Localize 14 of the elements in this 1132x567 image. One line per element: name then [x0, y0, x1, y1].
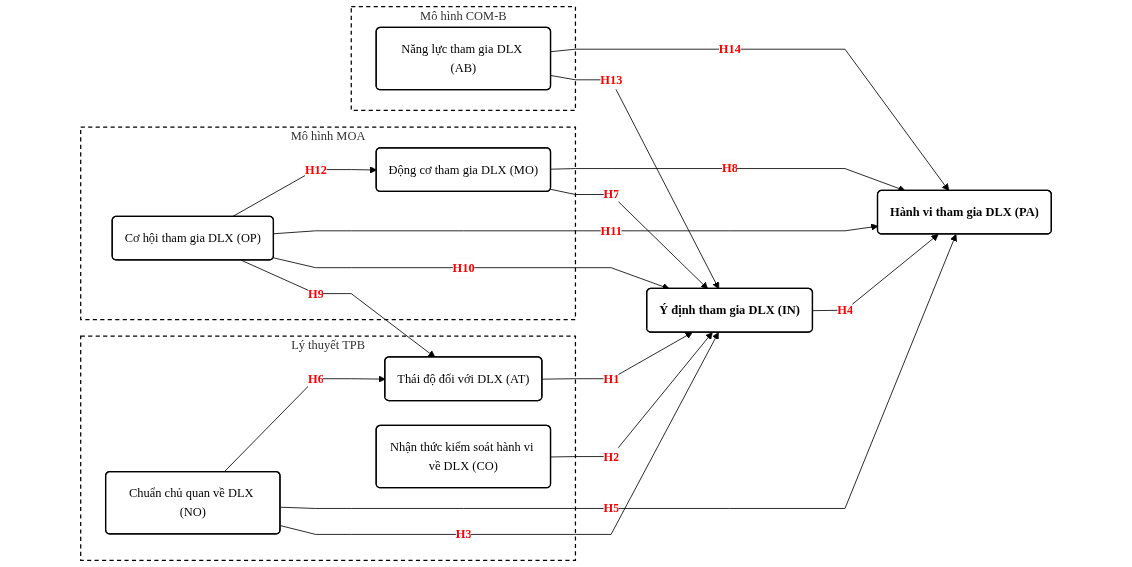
edge-label: H13: [600, 72, 623, 87]
edge-label: H7: [603, 187, 620, 201]
edge-label: H8: [721, 161, 738, 175]
edge-label: H9: [308, 286, 324, 301]
edge-label: H5: [603, 501, 620, 515]
edge-label: H1: [603, 371, 620, 386]
edge-label: H12: [304, 162, 328, 177]
edge-label: H14: [718, 42, 741, 56]
edge-label: H2: [603, 449, 620, 463]
edge-label: H10: [452, 260, 475, 275]
edge-label: H11: [600, 223, 623, 238]
edge-label: H6: [308, 371, 324, 386]
edge-label: H4: [837, 303, 854, 317]
edge-label: H3: [455, 527, 472, 541]
